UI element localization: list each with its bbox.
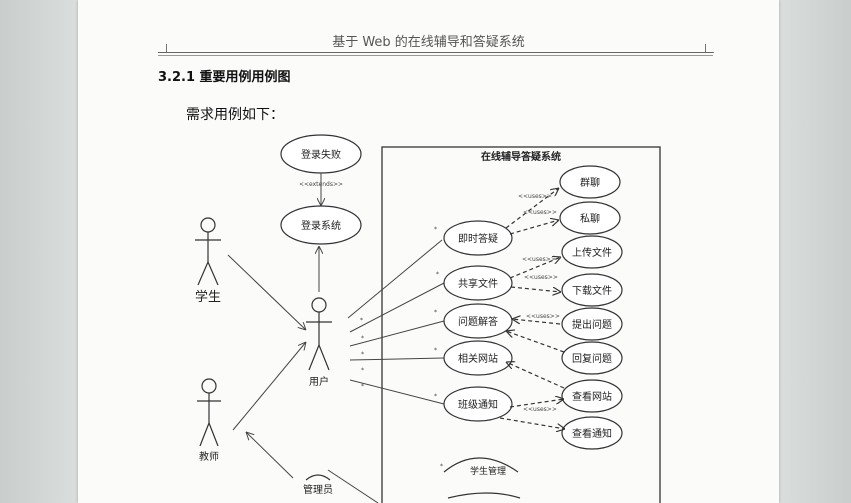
usecase-instant-qa: 即时答疑 xyxy=(443,220,513,256)
usecase-student-manage-label: 学生管理 xyxy=(470,465,506,477)
usecase-class-notice: 班级通知 xyxy=(443,386,513,422)
admin-label: 管理员 xyxy=(303,483,333,496)
teacher-label: 教师 xyxy=(199,450,219,463)
usecase-download-file: 下载文件 xyxy=(561,273,623,307)
document-page: 基于 Web 的在线辅导和答疑系统 3.2.1 重要用例用例图 需求用例如下： … xyxy=(78,0,779,503)
user-actor-icon xyxy=(306,297,332,371)
usecase-ask-question-label: 提出问题 xyxy=(572,318,612,331)
user-label: 用户 xyxy=(309,375,329,388)
svg-text:*: * xyxy=(361,367,364,374)
usecase-view-sites-label: 查看网站 xyxy=(572,390,612,403)
student-label: 学生 xyxy=(195,289,221,305)
usecase-download-file-label: 下载文件 xyxy=(572,284,612,297)
svg-text:*: * xyxy=(434,226,437,233)
svg-text:*: * xyxy=(361,383,364,390)
usecase-share-file: 共享文件 xyxy=(443,265,513,301)
teacher-actor-icon xyxy=(197,378,221,447)
usecase-related-sites-label: 相关网站 xyxy=(458,352,498,365)
right-margin xyxy=(779,0,851,503)
usecase-group-chat-label: 群聊 xyxy=(580,176,600,189)
intro-text: 需求用例如下： xyxy=(186,107,284,123)
svg-text:<<uses>>: <<uses>> xyxy=(523,406,557,413)
usecase-related-sites: 相关网站 xyxy=(443,340,513,376)
usecase-class-notice-label: 班级通知 xyxy=(458,398,498,411)
admin-assoc xyxy=(327,469,379,503)
usecase-login-fail-label: 登录失败 xyxy=(301,148,341,161)
admin-actor-icon xyxy=(305,474,331,481)
system-title: 在线辅导答疑系统 xyxy=(481,150,561,163)
svg-text:*: * xyxy=(436,271,439,278)
admin-generalization xyxy=(246,432,294,479)
uses-labels: <<uses>> <<uses>> <<uses>> <<uses>> <<us… xyxy=(518,193,560,413)
usecase-login xyxy=(280,205,362,245)
page-header: 基于 Web 的在线辅导和答疑系统 xyxy=(332,35,525,50)
usecase-upload-file-label: 上传文件 xyxy=(572,246,612,259)
usecase-private-chat-label: 私聊 xyxy=(580,212,600,225)
svg-text:*: * xyxy=(434,347,437,354)
header-rule xyxy=(158,52,713,53)
use-case-diagram: 在线辅导答疑系统 登录失败 <<extends>> 登录系统 学生 教师 xyxy=(195,134,661,503)
usecase-ask-question: 提出问题 xyxy=(561,307,623,341)
usecase-login-label: 登录系统 xyxy=(301,219,341,232)
student-generalization xyxy=(227,254,306,330)
usecase-reply-question-label: 回复问题 xyxy=(572,352,612,365)
user-associations xyxy=(347,239,445,405)
usecase-group-chat: 群聊 xyxy=(559,165,621,199)
student-manage-multiplicity: * xyxy=(440,463,443,470)
svg-text:*: * xyxy=(434,309,437,316)
usecase-view-notice: 查看通知 xyxy=(561,416,623,450)
usecase-share-file-label: 共享文件 xyxy=(458,277,498,290)
usecase-instant-qa-label: 即时答疑 xyxy=(458,232,498,245)
uses-relations xyxy=(499,188,565,429)
svg-text:<<uses>>: <<uses>> xyxy=(524,274,558,281)
usecase-partial-bottom xyxy=(447,492,521,499)
svg-text:<<uses>>: <<uses>> xyxy=(518,193,552,200)
svg-text:<<uses>>: <<uses>> xyxy=(522,256,556,263)
usecase-view-sites: 查看网站 xyxy=(561,379,623,413)
usecase-question-answer-label: 问题解答 xyxy=(458,315,498,328)
svg-text:*: * xyxy=(361,335,364,342)
svg-text:*: * xyxy=(360,317,363,324)
system-boundary xyxy=(381,146,661,503)
svg-text:*: * xyxy=(361,351,364,358)
student-actor-icon xyxy=(195,217,221,286)
teacher-generalization xyxy=(232,342,306,431)
section-title: 3.2.1 重要用例用例图 xyxy=(158,70,291,85)
usecase-view-notice-label: 查看通知 xyxy=(572,427,612,440)
usecase-reply-question: 回复问题 xyxy=(561,341,623,375)
svg-text:<<uses>>: <<uses>> xyxy=(526,313,560,320)
usecase-question-answer: 问题解答 xyxy=(443,303,513,339)
svg-text:*: * xyxy=(434,393,437,400)
extends-label: <<extends>> xyxy=(299,181,343,188)
svg-text:<<uses>>: <<uses>> xyxy=(523,209,557,216)
usecase-student-manage: 学生管理 xyxy=(443,457,519,477)
left-margin xyxy=(0,0,78,503)
usecase-private-chat: 私聊 xyxy=(559,201,621,235)
usecase-upload-file: 上传文件 xyxy=(561,235,623,269)
multiplicity-labels: * * * * * * * * * * xyxy=(360,226,439,400)
header-rule-thin xyxy=(158,55,713,56)
